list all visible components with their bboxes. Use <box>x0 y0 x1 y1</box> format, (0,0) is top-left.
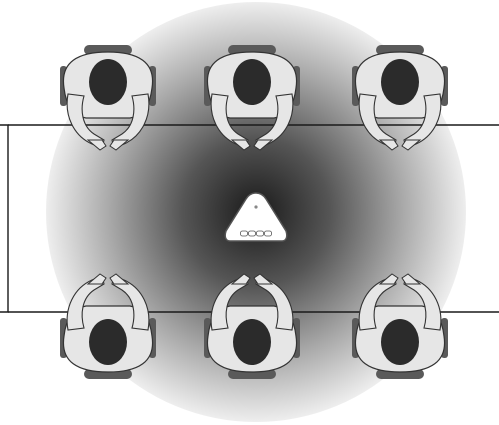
head <box>89 59 127 105</box>
phone-icon <box>249 231 256 236</box>
minus-icon <box>241 231 248 236</box>
head <box>381 319 419 365</box>
plus-icon <box>265 231 272 236</box>
head <box>233 319 271 365</box>
head <box>381 59 419 105</box>
head <box>89 319 127 365</box>
mute-icon <box>257 231 264 236</box>
status-led-icon <box>254 205 257 208</box>
head <box>233 59 271 105</box>
